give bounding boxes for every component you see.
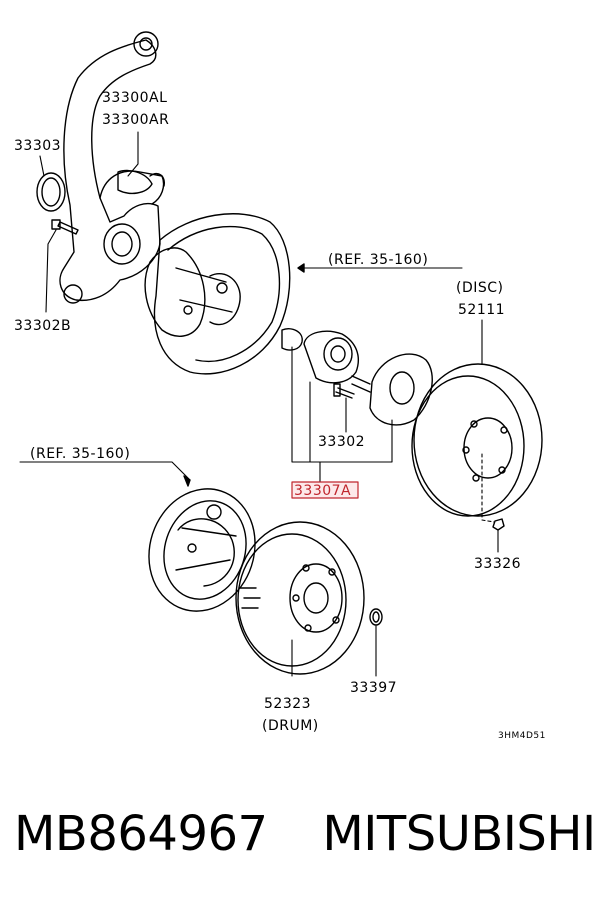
brake-disc-52111 bbox=[411, 363, 543, 517]
part-number: MB864967 bbox=[14, 806, 268, 862]
arrow-lower bbox=[183, 475, 191, 487]
hub-bolt-33302 bbox=[281, 328, 355, 399]
steering-knuckle bbox=[59, 31, 165, 304]
label-33300AL[interactable]: 33300AL bbox=[102, 90, 167, 106]
drum-caption: (DRUM) bbox=[262, 718, 319, 734]
drawing-code: 3HM4D51 bbox=[498, 731, 546, 741]
label-33307A[interactable]: 33307A bbox=[294, 483, 351, 499]
ref-upper-label[interactable]: (REF. 35-160) bbox=[328, 252, 428, 268]
ref-lower-label[interactable]: (REF. 35-160) bbox=[30, 446, 130, 462]
label-52323[interactable]: 52323 bbox=[264, 696, 311, 712]
upper-backing-plate bbox=[144, 213, 291, 375]
label-33326[interactable]: 33326 bbox=[474, 556, 521, 572]
disc-caption: (DISC) bbox=[456, 280, 504, 296]
snap-ring-33303 bbox=[36, 172, 66, 212]
hub-flange bbox=[351, 353, 433, 426]
label-52111[interactable]: 52111 bbox=[458, 302, 505, 318]
label-33397[interactable]: 33397 bbox=[350, 680, 397, 696]
hub-bearing bbox=[303, 330, 360, 384]
brake-drum-52323 bbox=[235, 521, 365, 675]
bolt-33302B bbox=[51, 219, 79, 235]
screw-33326 bbox=[492, 518, 505, 531]
brand-name: MITSUBISHI bbox=[322, 806, 596, 862]
leader-lines bbox=[19, 131, 499, 677]
label-33302[interactable]: 33302 bbox=[318, 434, 365, 450]
highlight-box-33307A bbox=[291, 481, 359, 499]
arrow-upper bbox=[297, 263, 305, 273]
footer-caption: MB864967 MITSUBISHI bbox=[14, 806, 596, 876]
label-33302B[interactable]: 33302B bbox=[14, 318, 71, 334]
seal-33397 bbox=[369, 608, 383, 626]
label-33300AR[interactable]: 33300AR bbox=[102, 112, 169, 128]
label-33303[interactable]: 33303 bbox=[14, 138, 61, 154]
